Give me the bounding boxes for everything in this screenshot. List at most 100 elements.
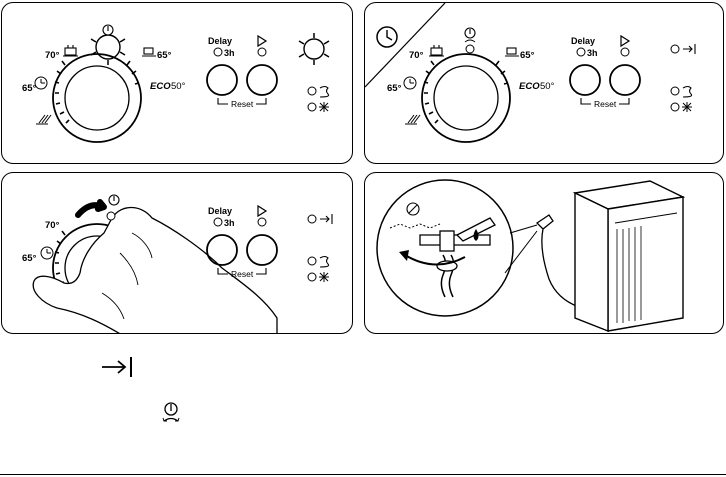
start-button[interactable]: [246, 234, 278, 266]
program-knob-inner: [64, 65, 130, 131]
program-knob-outer[interactable]: [52, 53, 142, 143]
start-led: [257, 47, 267, 57]
temp-70-label: 70°: [409, 50, 424, 61]
salt-led: [670, 86, 680, 96]
reset-bracket: [217, 98, 267, 105]
power-icon: [102, 24, 114, 36]
panel3-drawing: 70° 65° Delay 3h Reset: [22, 194, 333, 333]
program-knob-inner: [433, 65, 499, 131]
reset-bracket: [580, 98, 630, 105]
play-icon: [257, 34, 268, 48]
salt-icon: [682, 85, 693, 98]
start-button[interactable]: [609, 64, 641, 96]
quick-icon: [40, 246, 54, 260]
salt-icon: [319, 255, 330, 268]
delay-label: Delay: [208, 36, 232, 46]
salt-led: [307, 86, 317, 96]
start-led: [620, 47, 630, 57]
temp-65-left-label: 65°: [22, 83, 37, 94]
eco-temp-label: 50°: [171, 81, 186, 92]
reset-label: Reset: [231, 99, 254, 109]
water-flow-lines: [389, 223, 441, 229]
panel-water-tap: [364, 172, 724, 334]
eco-temp-label: 50°: [540, 81, 555, 92]
delay-led: [213, 217, 223, 227]
panel1-drawing: 70° 65° 65° ECO 50° Delay 3h Reset: [22, 24, 330, 143]
corner-divider: [365, 3, 446, 88]
salt-icon: [319, 85, 330, 98]
dishwasher-drawing: [572, 180, 686, 333]
rinse-icon: [405, 114, 421, 125]
panel4-drawing: [376, 179, 686, 333]
reset-label: Reset: [594, 99, 617, 109]
temp-70-label: 70°: [45, 220, 60, 231]
start-button[interactable]: [246, 64, 278, 96]
temp-65-left-label: 65°: [22, 253, 37, 264]
no-water-icon: [406, 202, 420, 216]
salt-led: [307, 256, 317, 266]
cup-icon: [505, 47, 519, 57]
knob-ticks: [54, 60, 140, 124]
end-led: [307, 214, 317, 224]
delay-label: Delay: [571, 36, 595, 46]
delay-3h-label: 3h: [224, 48, 235, 58]
reset-label: Reset: [231, 269, 254, 279]
rinse-aid-icon: [319, 272, 329, 282]
power-led: [106, 211, 116, 221]
end-led: [670, 44, 680, 54]
temp-70-label: 70°: [45, 50, 60, 61]
eco-label: ECO: [150, 81, 171, 92]
delay-led: [213, 47, 223, 57]
reset-bracket: [217, 268, 267, 275]
play-icon: [620, 34, 631, 48]
end-arrow-icon: [320, 214, 333, 224]
temp-65-left-label: 65°: [387, 83, 402, 94]
rinse-aid-led: [670, 102, 680, 112]
delay-3h-label: 3h: [587, 48, 598, 58]
small-tap-hose: [535, 214, 580, 308]
zoom-line-top: [509, 224, 538, 234]
rinse-icon: [36, 114, 52, 125]
knob-ticks: [423, 60, 509, 124]
end-arrow-icon: [102, 357, 132, 377]
quick-icon: [403, 76, 417, 90]
eco-label: ECO: [519, 81, 540, 92]
rinse-aid-icon: [682, 102, 692, 112]
panel-turn-knob: 70° 65° Delay 3h Reset: [1, 172, 353, 334]
delay-3h-label: 3h: [224, 218, 235, 228]
program-knob-outer[interactable]: [421, 53, 511, 143]
clock-icon: [376, 26, 398, 48]
power-icon: [108, 194, 120, 206]
pots-icon: [63, 45, 78, 57]
power-led: [465, 44, 475, 54]
delay-label: Delay: [208, 206, 232, 216]
power-icon: [162, 402, 180, 422]
panel-program-selection: 70° 65° 65° ECO 50° Delay 3h Reset: [1, 2, 353, 164]
delay-button[interactable]: [206, 64, 238, 96]
water-drop-icon: [473, 229, 479, 241]
zoom-line-bottom: [504, 230, 538, 274]
page-bottom-rule: [0, 474, 726, 475]
hand-finger-lines: [101, 232, 153, 320]
temp-65-right-label: 65°: [157, 50, 172, 61]
power-icon: [464, 27, 476, 43]
delay-button[interactable]: [569, 64, 601, 96]
rotation-arrow: [404, 254, 466, 266]
delay-button[interactable]: [206, 234, 238, 266]
cup-icon: [142, 47, 156, 57]
start-led: [257, 217, 267, 227]
panel-delay-start: 70° 65° 65° ECO 50° Delay 3h Reset: [364, 2, 724, 164]
end-arrow-icon: [683, 44, 696, 54]
temp-65-right-label: 65°: [520, 50, 535, 61]
pots-icon: [429, 45, 444, 57]
rinse-aid-led: [307, 272, 317, 282]
rotation-arrowhead: [399, 250, 409, 261]
rinse-aid-icon: [319, 102, 329, 112]
rinse-aid-led: [307, 102, 317, 112]
panel2-drawing: 70° 65° 65° ECO 50° Delay 3h Reset: [365, 3, 696, 143]
rotate-arrow-icon: [75, 199, 107, 218]
hand-drawing: [32, 206, 278, 333]
delay-led: [576, 47, 586, 57]
play-icon: [257, 204, 268, 218]
quick-icon: [34, 76, 48, 90]
